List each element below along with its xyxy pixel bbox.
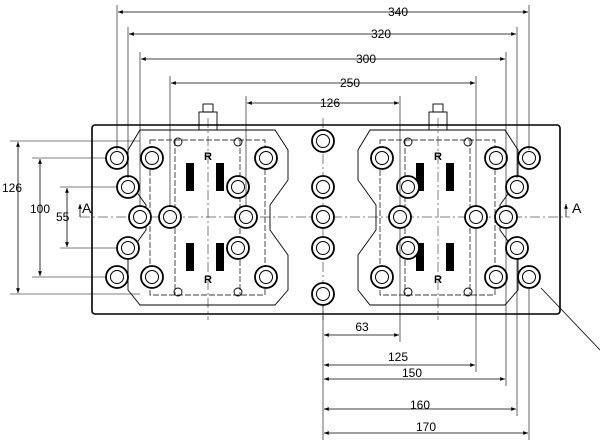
hole xyxy=(140,146,164,170)
dim-125: 125 xyxy=(388,350,408,364)
hole xyxy=(388,205,412,229)
hole xyxy=(105,146,129,170)
dim-55-left: 55 xyxy=(56,210,70,224)
hole xyxy=(140,265,164,289)
hole xyxy=(234,205,258,229)
dim-300: 300 xyxy=(356,52,376,66)
hole xyxy=(254,146,278,170)
fixture-right xyxy=(357,103,519,306)
hole xyxy=(116,236,140,260)
left-dimensions xyxy=(10,140,140,295)
hole xyxy=(311,205,335,229)
section-marker-right: A xyxy=(564,200,582,217)
dim-170: 170 xyxy=(416,420,436,434)
fixture-mark-right-bottom: R xyxy=(434,274,442,286)
fixture-mark-left-bottom: R xyxy=(204,274,212,286)
dim-150: 150 xyxy=(402,366,422,380)
section-label-left: A xyxy=(82,200,92,216)
hole xyxy=(484,265,508,289)
hole xyxy=(311,129,335,153)
dim-100-left: 100 xyxy=(30,202,50,216)
hole xyxy=(494,205,518,229)
hole xyxy=(517,265,541,289)
dim-160: 160 xyxy=(410,398,430,412)
hole xyxy=(128,205,152,229)
fixture-mark-right-top: R xyxy=(434,151,442,163)
leader-line xyxy=(540,287,600,351)
hole xyxy=(505,175,529,199)
hole xyxy=(370,146,394,170)
hole xyxy=(116,175,140,199)
section-marker-left: A xyxy=(78,200,92,217)
hole xyxy=(311,236,335,260)
holes xyxy=(105,129,541,306)
dim-320: 320 xyxy=(371,27,391,41)
dim-126-left: 126 xyxy=(2,181,22,195)
hole xyxy=(396,175,420,199)
dim-250: 250 xyxy=(340,76,360,90)
hole xyxy=(505,236,529,260)
hole xyxy=(311,175,335,199)
top-dimensions xyxy=(116,5,530,207)
hole xyxy=(517,146,541,170)
fixture-mark-left-top: R xyxy=(204,151,212,163)
hole xyxy=(254,265,278,289)
hole xyxy=(105,265,129,289)
hole xyxy=(370,265,394,289)
dim-340: 340 xyxy=(388,5,408,19)
hole xyxy=(226,175,250,199)
hole xyxy=(311,282,335,306)
hole xyxy=(226,236,250,260)
hole xyxy=(464,205,488,229)
dim-63: 63 xyxy=(355,320,369,334)
hole xyxy=(484,146,508,170)
section-label-right: A xyxy=(572,200,582,216)
hole xyxy=(396,236,420,260)
dim-126: 126 xyxy=(320,96,340,110)
hole xyxy=(158,205,182,229)
bottom-dimensions xyxy=(322,229,530,440)
